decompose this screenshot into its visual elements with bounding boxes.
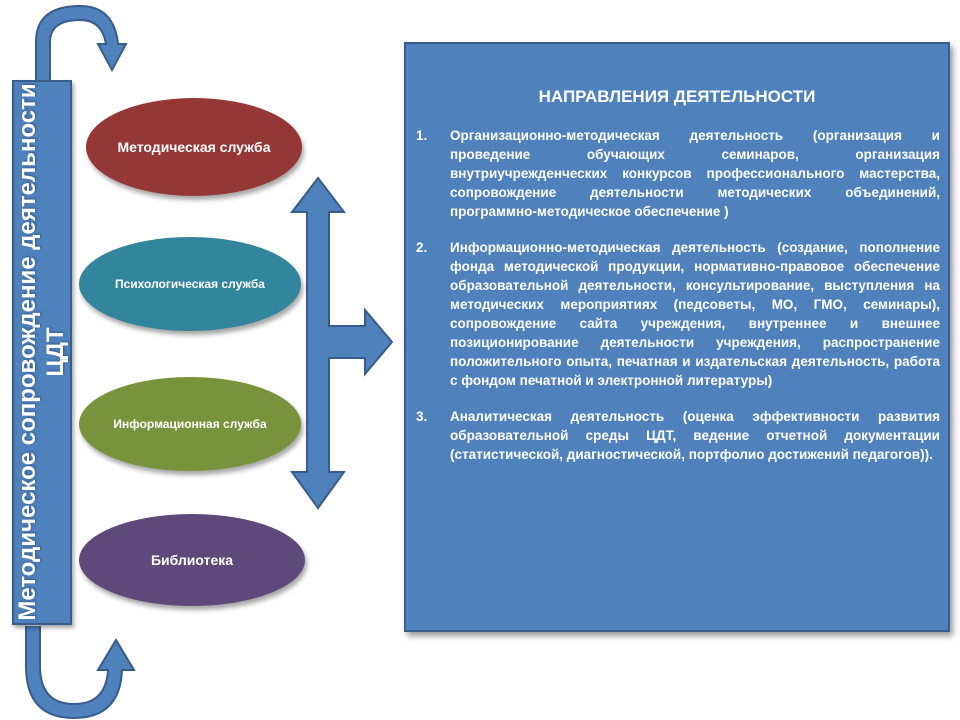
top-curved-arrow <box>35 4 128 82</box>
list-item-number: 1. <box>416 128 428 143</box>
service-psychological-label: Психологическая служба <box>115 276 265 291</box>
vertical-title-bar <box>12 80 72 625</box>
service-library: Библиотека <box>79 514 305 606</box>
list-item: 3. Аналитическая деятельность (оценка эф… <box>416 407 940 464</box>
vertical-title: Методическое сопровождение деятельности … <box>14 83 69 621</box>
service-informational: Информационная служба <box>79 377 301 471</box>
service-library-label: Библиотека <box>150 551 234 568</box>
service-methodical-label: Методическая служба <box>117 138 271 155</box>
list-item: 2. Информационно-методическая деятельнос… <box>416 238 940 390</box>
directions-panel: НАПРАВЛЕНИЯ ДЕЯТЕЛЬНОСТИ 1. Организацион… <box>404 42 950 632</box>
list-item-number: 2. <box>416 240 428 255</box>
list-item-text: Информационно-методическая деятельность … <box>450 240 940 388</box>
panel-title: НАПРАВЛЕНИЯ ДЕЯТЕЛЬНОСТИ <box>538 87 816 106</box>
list-item-number: 3. <box>416 409 428 424</box>
service-psychological: Психологическая служба <box>79 237 301 331</box>
bottom-curved-arrow <box>25 626 136 720</box>
service-informational-label: Информационная служба <box>113 416 267 431</box>
list-item-text: Организационно-методическая деятельность… <box>450 128 940 219</box>
service-methodical: Методическая служба <box>86 98 302 196</box>
directions-list: 1. Организационно-методическая деятельно… <box>416 126 940 481</box>
list-item: 1. Организационно-методическая деятельно… <box>416 126 940 221</box>
connector-arrows <box>290 176 394 510</box>
list-item-text: Аналитическая деятельность (оценка эффек… <box>450 409 940 462</box>
